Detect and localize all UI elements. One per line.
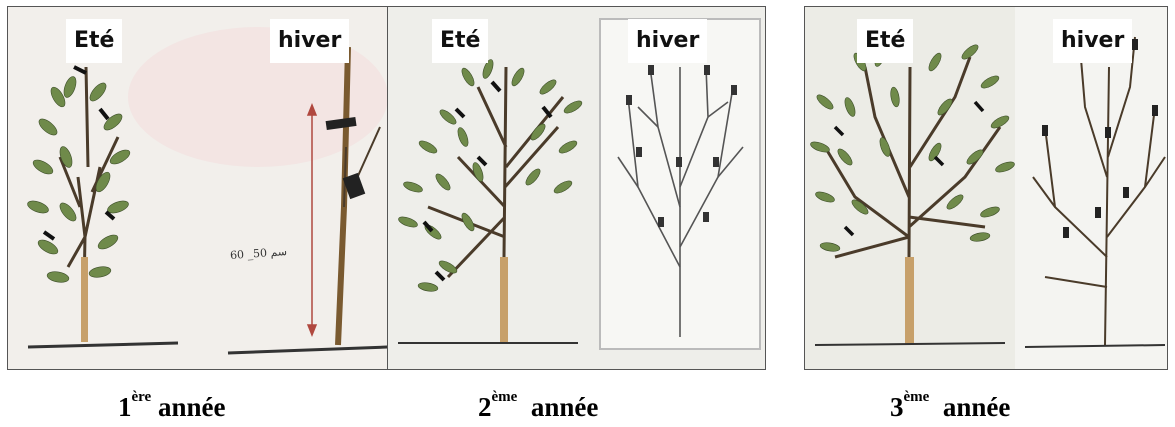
caption-word: année [158,392,226,422]
panel-year-2: Eté hiver [388,6,766,370]
caption-suffix: ère [132,389,152,405]
caption-suffix: ème [904,389,930,405]
panel-year-3: Eté hiver [804,6,1168,370]
caption-suffix: ème [492,389,518,405]
caption-year-1: 1ère année [118,392,225,423]
caption-number: 1 [118,392,132,422]
caption-word: année [531,392,599,422]
summer-label: Eté [66,19,122,63]
caption-number: 2 [478,392,492,422]
tree-summer-year-2 [397,58,583,342]
caption-word: année [943,392,1011,422]
winter-label: hiver [628,19,707,63]
caption-year-3: 3ème année [890,392,1010,423]
tree-summer-year-3 [809,43,1016,345]
panel-year-1: Eté hiver 60 _50 سم [7,6,388,370]
winter-label: hiver [1053,19,1132,63]
ground-line [28,343,388,353]
caption-number: 3 [890,392,904,422]
caption-year-2: 2ème année [478,392,598,423]
summer-label: Eté [857,19,913,63]
summer-label: Eté [432,19,488,63]
winter-label: hiver [270,19,349,63]
young-tree-summer [26,67,132,342]
